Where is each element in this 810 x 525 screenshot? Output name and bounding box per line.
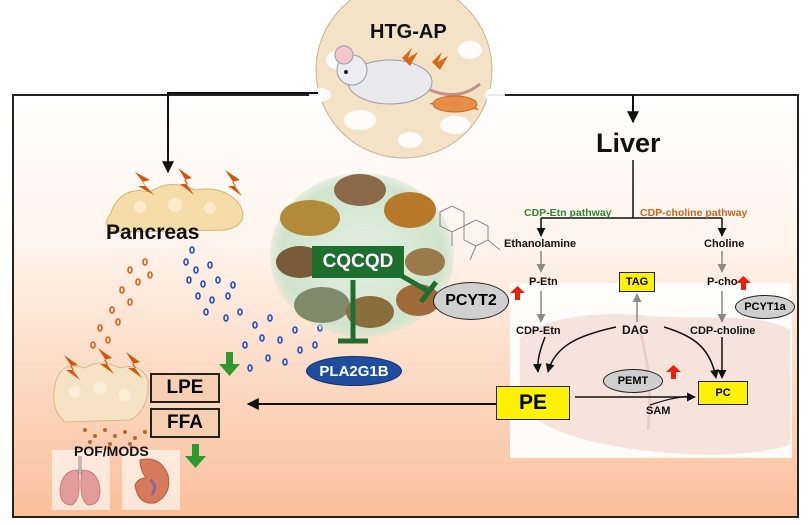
p-cho-label: P-cho — [707, 276, 738, 288]
ethanolamine-label: Ethanolamine — [504, 238, 577, 250]
pemt-up-arrow-icon — [666, 365, 681, 379]
cdp-choline-pathway-label: CDP-choline pathway — [640, 207, 748, 219]
pcyt2-enzyme: PCYT2 — [433, 282, 509, 320]
tissue-debris — [83, 428, 147, 446]
cdp-etn-label: CDP-Etn — [516, 325, 561, 337]
p-etn-label: P-Etn — [529, 276, 558, 288]
ffa-box: FFA — [150, 408, 220, 438]
liver-label: Liver — [596, 128, 661, 158]
cdp-choline-label: CDP-choline — [690, 325, 756, 337]
pancreas-illustration — [106, 168, 244, 233]
cqcqd-drug-box: CQCQD — [312, 246, 404, 278]
pcyt1a-enzyme: PCYT1a — [735, 295, 795, 319]
secretion-granules — [90, 246, 323, 372]
lpe-down-arrow-icon — [219, 352, 240, 376]
title-htg-ap: HTG-AP — [370, 21, 447, 43]
kidney-icon — [122, 450, 180, 510]
tag-box: TAG — [619, 272, 655, 292]
pcyt1a-up-arrow-icon — [736, 276, 751, 290]
pancreas-label: Pancreas — [106, 221, 200, 244]
lpe-box: LPE — [150, 373, 220, 403]
choline-label: Choline — [704, 238, 745, 250]
pe-box: PE — [496, 386, 570, 420]
pemt-enzyme: PEMT — [603, 369, 663, 393]
cdp-etn-pathway-label: CDP-Etn pathway — [524, 207, 612, 219]
dag-label: DAG — [622, 323, 649, 337]
lung-icon — [52, 450, 110, 510]
outcome-down-arrow-icon — [185, 444, 206, 468]
pc-box: PC — [698, 381, 748, 405]
pla2g1b-enzyme: PLA2G1B — [306, 356, 402, 386]
pcyt2-up-arrow-icon — [510, 286, 525, 300]
htg-ap-mouse-icon — [309, 0, 505, 159]
pof-mods-label: POF/MODS — [74, 443, 149, 459]
sam-label: SAM — [646, 405, 671, 417]
injured-pancreas-tissue — [53, 348, 149, 423]
